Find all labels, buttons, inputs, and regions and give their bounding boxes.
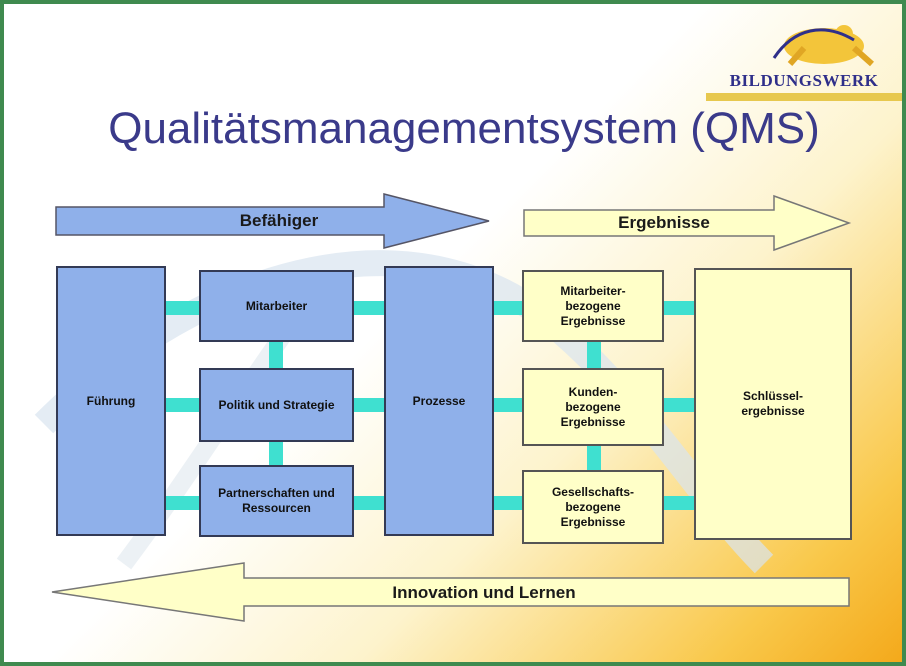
bildungswerk-logo: BILDUNGSWERK xyxy=(704,18,902,103)
logo-text: BILDUNGSWERK xyxy=(729,71,879,90)
connector xyxy=(164,496,200,510)
connector xyxy=(164,398,200,412)
gesellschaft-ergebnisse-box: Gesellschafts- bezogene Ergebnisse xyxy=(522,470,664,544)
connector xyxy=(352,301,385,315)
connector xyxy=(352,496,385,510)
connector xyxy=(352,398,385,412)
connector xyxy=(269,340,283,370)
connector xyxy=(492,496,524,510)
connector xyxy=(492,398,524,412)
connector xyxy=(492,301,524,315)
innovation-label: Innovation und Lernen xyxy=(392,583,576,602)
innovation-arrow xyxy=(51,562,850,622)
enablers-label: Befähiger xyxy=(239,211,319,230)
enablers-arrow xyxy=(55,193,490,249)
connector xyxy=(587,444,601,472)
logo-tagline-bar xyxy=(706,93,902,101)
connector xyxy=(662,398,696,412)
connector xyxy=(662,301,696,315)
connector xyxy=(164,301,200,315)
connector xyxy=(269,440,283,466)
kunden-ergebnisse-box: Kunden- bezogene Ergebnisse xyxy=(522,368,664,446)
mitarbeiter-box: Mitarbeiter xyxy=(199,270,354,342)
connector xyxy=(587,340,601,370)
prozesse-box: Prozesse xyxy=(384,266,494,536)
logo-figure-icon xyxy=(772,25,874,67)
fuehrung-box: Führung xyxy=(56,266,166,536)
arrows-layer xyxy=(51,193,852,622)
connector xyxy=(662,496,696,510)
schluesselergebnisse-box: Schlüssel- ergebnisse xyxy=(694,268,852,540)
results-label: Ergebnisse xyxy=(618,213,710,232)
mitarbeiter-ergebnisse-box: Mitarbeiter- bezogene Ergebnisse xyxy=(522,270,664,342)
partnerschaften-box: Partnerschaften und Ressourcen xyxy=(199,465,354,537)
results-arrow xyxy=(523,194,852,252)
politik-strategie-box: Politik und Strategie xyxy=(199,368,354,442)
slide-title: Qualitätsmanagementsystem (QMS) xyxy=(108,104,820,153)
